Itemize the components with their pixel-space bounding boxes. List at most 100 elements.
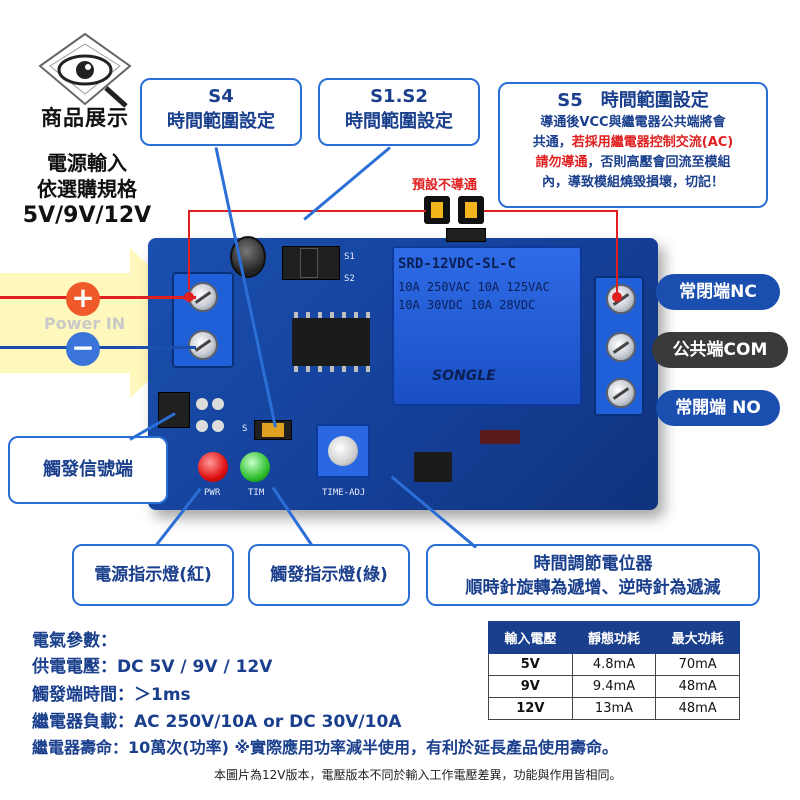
- default-off-label: 預設不導通: [412, 178, 478, 193]
- power-plus-screw: [188, 282, 218, 312]
- logo-text: 商品展示: [41, 106, 129, 130]
- trigger-header: [158, 392, 190, 428]
- s5-wire-right-top: [484, 210, 618, 212]
- logo: 商品展示: [30, 30, 140, 130]
- callout-power-led-text: 電源指示燈(紅): [94, 565, 212, 585]
- s5-wire-left-v: [188, 210, 190, 290]
- transistor: [414, 452, 452, 482]
- s5-wire-right-v: [616, 210, 618, 296]
- callout-s5-line2: 共通，若採用繼電器控制交流(AC): [500, 133, 766, 153]
- com-terminal-label: 公共端COM: [652, 332, 788, 368]
- spec-cell: 9V: [488, 675, 573, 698]
- ic-pins-top: [294, 312, 370, 318]
- table-row: 9V 9.4mA 48mA: [488, 675, 740, 698]
- spec-table: 輸入電壓 靜態功耗 最大功耗 5V 4.8mA 70mA 9V 9.4mA 48…: [488, 621, 740, 720]
- relay-label: SRD-12VDC-SL-C 10A 250VAC 10A 125VAC 10A…: [392, 246, 582, 406]
- s5-jumper-pad-right: [465, 202, 477, 218]
- com-screw: [606, 332, 636, 362]
- trigger-pad-3: [196, 420, 208, 432]
- relay-rating-dc: 10A 30VDC 10A 28VDC: [398, 298, 536, 312]
- callout-power-led: 電源指示燈(紅): [72, 544, 234, 606]
- spec-header-static: 靜態功耗: [571, 621, 657, 654]
- callout-s5: S5 時間範圍設定 導通後VCC與繼電器公共端將會 共通，若採用繼電器控制交流(…: [498, 82, 768, 208]
- spec-cell: 5V: [488, 653, 573, 676]
- table-row: 12V 13mA 48mA: [488, 697, 740, 720]
- callout-trigger-led: 觸發指示燈(綠): [248, 544, 410, 606]
- nc-dot: [612, 292, 622, 302]
- minus-badge: −: [66, 332, 100, 366]
- trigger-pad-4: [212, 420, 224, 432]
- params-heading: 電氣參數：: [32, 631, 117, 651]
- silk-s1: S1: [344, 252, 355, 262]
- callout-s5-line3a: 請勿導通: [535, 155, 588, 170]
- capacitor: [230, 236, 266, 278]
- spec-cell: 12V: [488, 697, 573, 720]
- ic-pins-bottom: [294, 366, 370, 372]
- silk-pwr: PWR: [204, 488, 221, 498]
- power-input-label: 電源輸入 依選購規格 5V/9V/12V: [18, 150, 156, 230]
- params-life: 繼電器壽命：10萬次(功率) ※實際應用功率減半使用，有利於延長產品使用壽命。: [32, 738, 619, 757]
- callout-s5-line4: 內，導致模組燒毀損壞，切記！: [541, 175, 724, 190]
- power-input-line1: 電源輸入: [47, 151, 127, 175]
- callout-trigger-text: 觸發信號端: [43, 459, 133, 480]
- spec-header-voltage: 輸入電壓: [488, 621, 573, 654]
- silk-time-adj: TIME-ADJ: [322, 488, 366, 498]
- callout-s5-line2a: 共通，: [532, 135, 572, 150]
- params-load: 繼電器負載：AC 250V/10A or DC 30V/10A: [32, 712, 402, 732]
- silk-s: S: [242, 424, 248, 434]
- spec-header-max: 最大功耗: [655, 621, 740, 654]
- s4-jumper-cap: [262, 423, 284, 437]
- spec-cell: 9.4mA: [571, 675, 657, 698]
- power-arrow-label: Power IN: [44, 314, 126, 333]
- plus-dot: [184, 292, 194, 302]
- callout-s4-title: S4: [208, 86, 234, 107]
- power-led: [198, 452, 228, 482]
- spec-cell: 48mA: [655, 697, 740, 720]
- trigger-led: [240, 452, 270, 482]
- relay: [392, 246, 582, 406]
- relay-model: SRD-12VDC-SL-C: [398, 256, 517, 272]
- callout-s5-line3b: ，否則高壓會回流至模組: [587, 155, 731, 170]
- table-row: 5V 4.8mA 70mA: [488, 653, 740, 676]
- callout-s5-line2b: 若採用繼電器控制交流(AC): [571, 135, 734, 150]
- callout-pot-line2: 順時針旋轉為遞增、逆時針為遞減: [465, 578, 721, 598]
- relay-rating-ac: 10A 250VAC 10A 125VAC: [398, 280, 550, 294]
- callout-s4-sub: 時間範圍設定: [167, 111, 275, 132]
- nc-terminal-label: 常閉端NC: [656, 274, 780, 310]
- spec-cell: 13mA: [571, 697, 657, 720]
- ic-chip: [292, 318, 370, 366]
- silk-s2: S2: [344, 274, 355, 284]
- callout-s4: S4 時間範圍設定: [140, 78, 302, 146]
- s5-jumper-header: [446, 228, 486, 242]
- plus-badge: +: [66, 282, 100, 316]
- power-minus-screw: [188, 330, 218, 360]
- power-input-line2: 依選購規格: [37, 177, 137, 201]
- callout-pot-line1: 時間調節電位器: [533, 554, 653, 574]
- no-terminal-label: 常開端 NO: [656, 390, 780, 426]
- callout-trigger-led-text: 觸發指示燈(綠): [270, 565, 388, 585]
- params-trigger-time: 觸發端時間：＞1ms: [32, 685, 191, 705]
- diode: [480, 430, 520, 444]
- callout-s5-line3: 請勿導通，否則高壓會回流至模組: [500, 153, 766, 173]
- spec-cell: 48mA: [655, 675, 740, 698]
- potentiometer-knob: [328, 436, 358, 466]
- params-supply: 供電電壓：DC 5V / 9V / 12V: [32, 657, 273, 677]
- callout-s1s2-title: S1.S2: [370, 86, 428, 107]
- footnote: 本圖片為12V版本，電壓版本不同於輸入工作電壓差異，功能與作用皆相同。: [214, 768, 622, 782]
- relay-brand: SONGLE: [432, 368, 496, 384]
- spec-table-header: 輸入電壓 靜態功耗 最大功耗: [488, 621, 740, 654]
- callout-trigger: 觸發信號端: [8, 436, 168, 504]
- callout-s1s2: S1.S2 時間範圍設定: [318, 78, 480, 146]
- callout-s1s2-sub: 時間範圍設定: [345, 111, 453, 132]
- callout-pot: 時間調節電位器 順時針旋轉為遞增、逆時針為遞減: [426, 544, 760, 606]
- s5-jumper-pad-left: [431, 202, 443, 218]
- trigger-pad-2: [212, 398, 224, 410]
- no-screw: [606, 378, 636, 408]
- s5-wire-top: [188, 210, 426, 212]
- callout-s5-title: S5 時間範圍設定: [557, 90, 709, 111]
- spec-cell: 4.8mA: [571, 653, 657, 676]
- power-input-line3: 5V/9V/12V: [22, 203, 152, 228]
- trigger-pad-1: [196, 398, 208, 410]
- silk-tim: TIM: [248, 488, 265, 498]
- s1s2-jumper-cap: [300, 248, 318, 278]
